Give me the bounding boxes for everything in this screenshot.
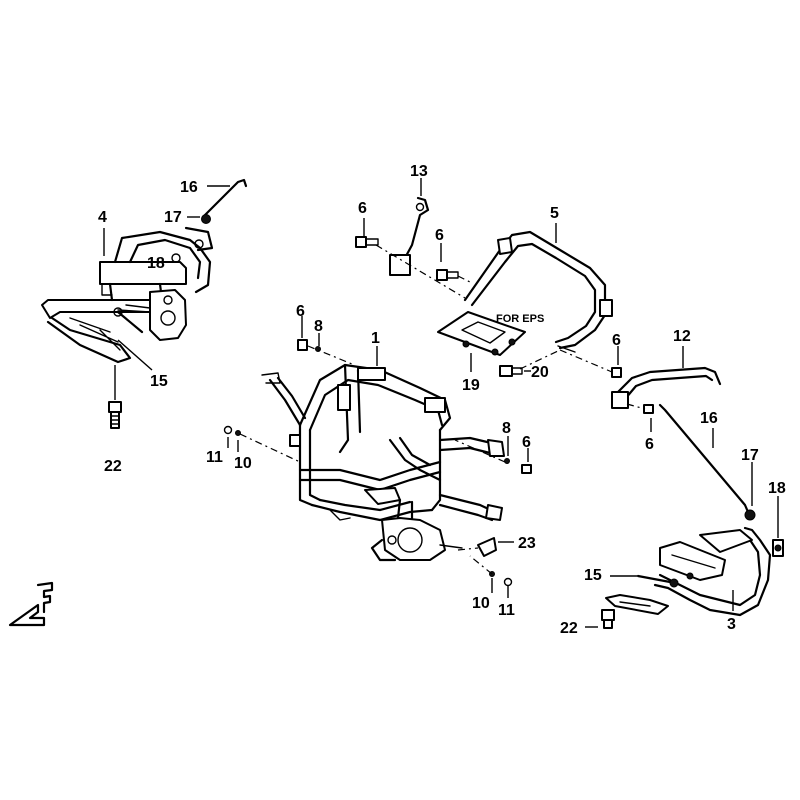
right-bracket-part-3	[605, 526, 772, 617]
eps-plate-part-19	[437, 311, 526, 356]
leader-lines	[103, 178, 779, 628]
callout-8-a: 8	[314, 318, 323, 335]
bolt-part-22-right	[601, 609, 615, 629]
callout-16-a: 16	[180, 179, 198, 196]
callout-6-a: 6	[358, 200, 367, 217]
callout-4: 4	[98, 209, 107, 226]
callout-3: 3	[727, 616, 736, 633]
left-bracket-part-4	[41, 226, 214, 364]
callout-15-a: 15	[150, 373, 168, 390]
callout-23: 23	[518, 535, 536, 552]
bracket-part-12	[611, 366, 722, 409]
callout-1: 1	[371, 330, 380, 347]
callout-22-a: 22	[104, 458, 122, 475]
bracket-part-13	[389, 196, 430, 276]
callout-20: 20	[531, 364, 549, 381]
callout-19: 19	[462, 377, 480, 394]
callout-8-b: 8	[502, 420, 511, 437]
bolt-part-22-left	[108, 401, 122, 429]
callout-11-a: 11	[206, 449, 223, 466]
bolt-part-15-left	[113, 307, 144, 334]
callout-18-a: 18	[147, 255, 165, 272]
callout-18-b: 18	[768, 480, 786, 497]
loop-frame-part-5	[463, 230, 613, 353]
clip-part-23	[477, 537, 497, 557]
callout-15-b: 15	[584, 567, 602, 584]
callout-10-a: 10	[234, 455, 252, 472]
bolt-part-20	[499, 365, 523, 377]
callout-6-d: 6	[612, 332, 621, 349]
callout-labels: 1 3 4 5 6 6 6 6 6 6 8 8 10 11 10 11 12 1…	[98, 163, 786, 637]
rod-part-16-left	[201, 178, 248, 224]
front-direction-arrow-icon	[8, 581, 54, 627]
bolt-part-15-right	[636, 574, 679, 588]
callout-6-f: 6	[522, 434, 531, 451]
callout-11-b: 11	[498, 602, 515, 619]
washer-part-8-b	[504, 458, 510, 464]
callout-17-b: 17	[741, 447, 759, 464]
main-frame-part-1	[261, 363, 505, 562]
washer-part-10-a	[235, 430, 241, 436]
callout-6-b: 6	[435, 227, 444, 244]
callout-10-b: 10	[472, 595, 490, 612]
bolt-part-6-e	[611, 367, 622, 378]
callout-5: 5	[550, 205, 559, 222]
bolt-part-6-f	[643, 404, 654, 414]
bolt-part-6-d	[521, 464, 532, 474]
callout-12: 12	[673, 328, 691, 345]
callout-16-b: 16	[700, 410, 718, 427]
bolt-part-6-b	[436, 269, 459, 281]
bolt-part-6-c	[297, 339, 308, 351]
bolt-part-18-right	[772, 539, 784, 557]
callout-13: 13	[410, 163, 428, 180]
rod-part-16-right	[658, 403, 756, 521]
callout-6-c: 6	[296, 303, 305, 320]
bolt-part-6-a	[355, 236, 379, 248]
for-eps-note: FOR EPS	[496, 313, 544, 325]
callout-6-e: 6	[645, 436, 654, 453]
callout-17-a: 17	[164, 209, 182, 226]
washer-part-11-b	[503, 577, 513, 587]
assembly-guide-lines	[239, 244, 646, 575]
callout-22-b: 22	[560, 620, 578, 637]
washer-part-11-a	[223, 425, 233, 435]
